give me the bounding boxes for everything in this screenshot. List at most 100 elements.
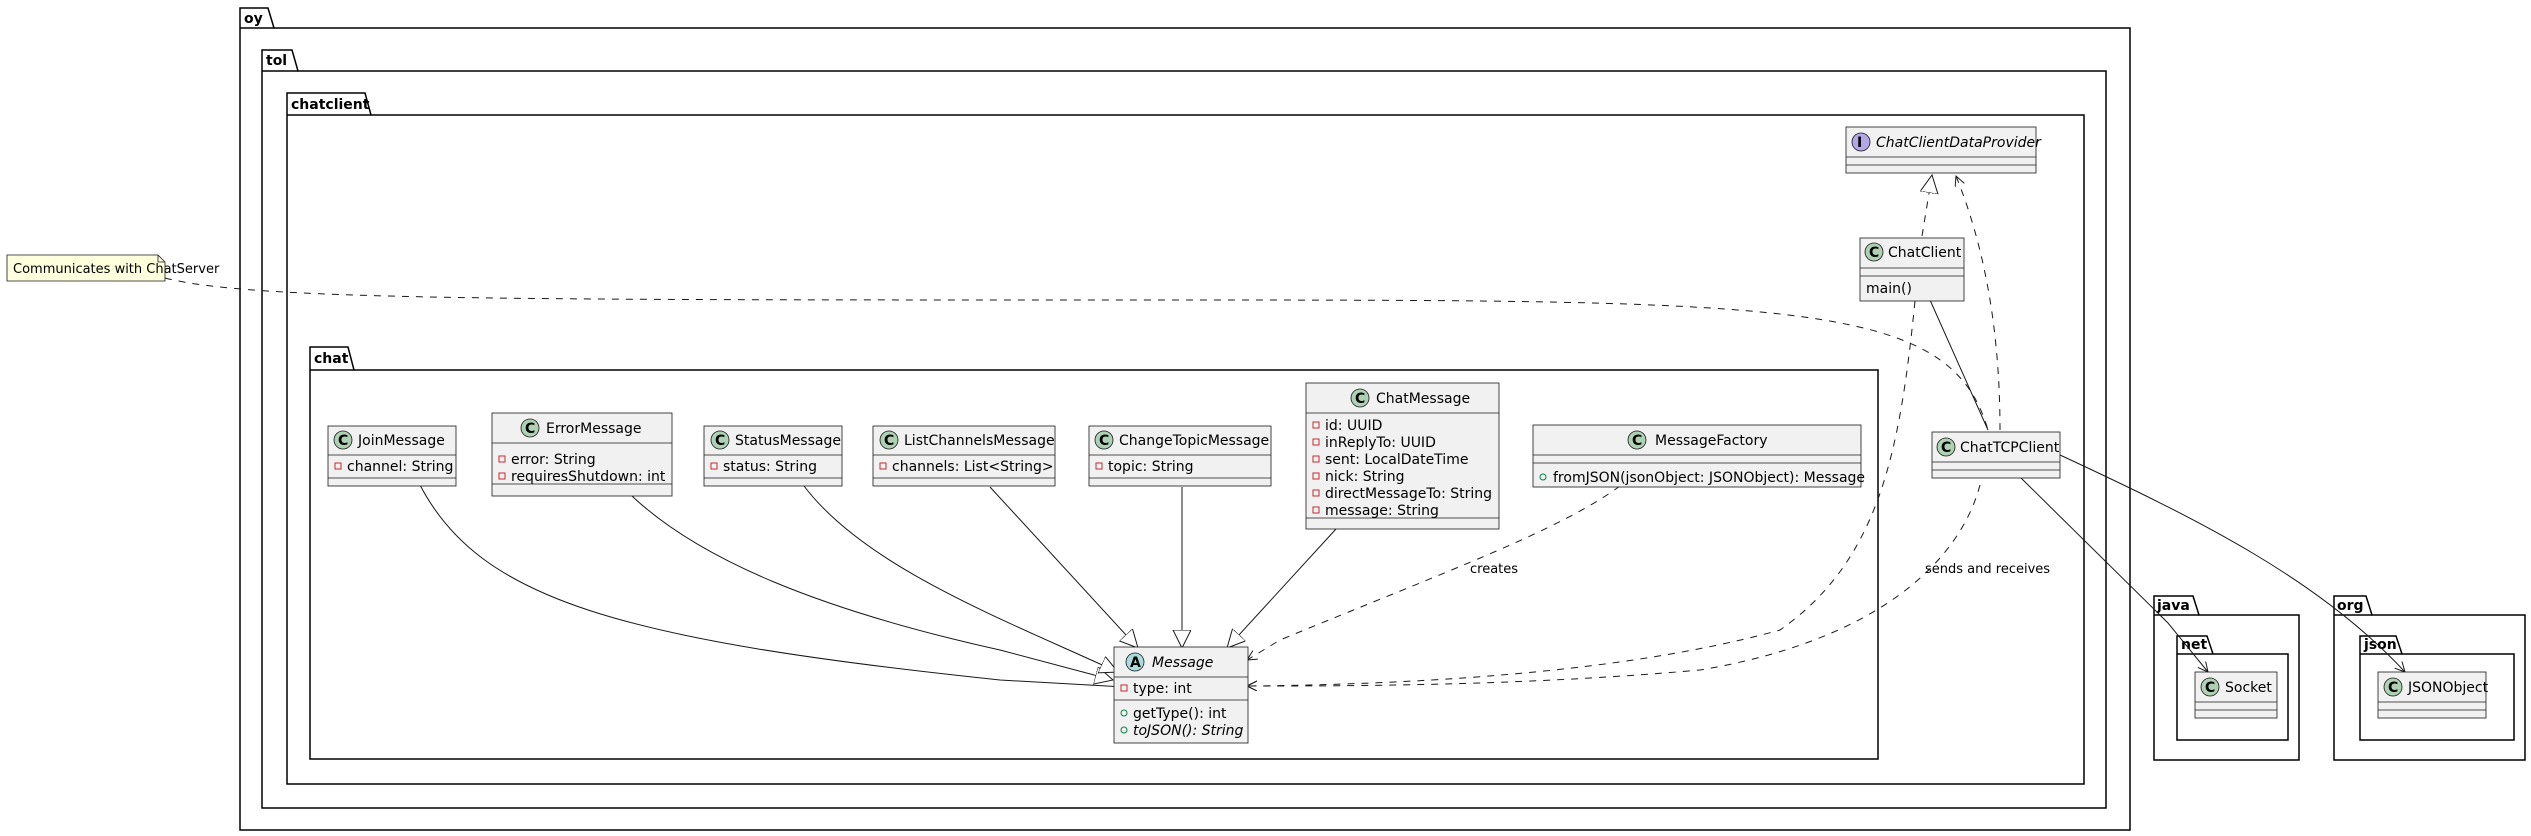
private-icon [1312, 455, 1320, 463]
note: Communicates with ChatServer [6, 254, 220, 282]
package-json: json [2359, 635, 2515, 741]
class-name: Message [1152, 655, 1213, 671]
package-tol: tol [261, 49, 2107, 809]
class-name: ErrorMessage [546, 421, 641, 437]
package-net: net [2176, 635, 2289, 741]
field: inReplyTo: UUID [1325, 435, 1436, 451]
private-icon [1095, 462, 1103, 470]
public-icon [1539, 473, 1547, 481]
method: main() [1866, 281, 1912, 297]
relations [164, 175, 2405, 688]
package-java-label: java [2156, 598, 2190, 614]
class-chatclientdataprovider[interactable]: I ChatClientDataProvider [1845, 126, 2042, 174]
private-icon [498, 472, 506, 480]
class-listchannelsmessage[interactable]: C ListChannelsMessage channels: List<Str… [872, 425, 1056, 487]
joinmessage-extends-edge [419, 484, 1142, 688]
package-org: org [2333, 595, 2526, 761]
class-errormessage[interactable]: C ErrorMessage error: String requiresShu… [491, 412, 673, 497]
field: nick: String [1325, 469, 1405, 485]
private-icon [1312, 472, 1320, 480]
class-changetopicmessage[interactable]: C ChangeTopicMessage topic: String [1088, 425, 1272, 487]
class-badge-icon [520, 418, 540, 438]
statusmessage-extends-edge [803, 485, 1118, 672]
class-name: JSONObject [2407, 680, 2489, 696]
field: channels: List<String> [892, 459, 1054, 475]
class-name: ListChannelsMessage [904, 433, 1055, 449]
package-org-label: org [2337, 598, 2364, 614]
class-badge-letter: C [1941, 440, 1951, 456]
method: toJSON(): String [1133, 723, 1244, 739]
interface-badge-icon [1851, 132, 1871, 152]
class-badge-letter: C [1632, 433, 1642, 449]
creates-label: creates [1470, 562, 1518, 577]
field: topic: String [1108, 459, 1193, 475]
class-name: ChangeTopicMessage [1119, 433, 1269, 449]
class-badge-letter: C [2388, 680, 2398, 696]
class-name: ChatTCPClient [1960, 440, 2060, 456]
class-message[interactable]: A Message type: int getType(): int toJSO… [1113, 646, 1249, 744]
tcpclient-socket-edge [2019, 476, 2208, 672]
class-badge-icon [879, 430, 899, 450]
public-icon [1120, 709, 1128, 717]
tcpclient-jsonobject-edge [2059, 454, 2405, 672]
class-badge-icon [2200, 677, 2220, 697]
field: status: String [723, 459, 817, 475]
class-name: ChatMessage [1376, 391, 1470, 407]
private-icon [1312, 506, 1320, 514]
class-badge-icon [1627, 430, 1647, 450]
class-name: Socket [2225, 680, 2272, 696]
class-badge-letter: C [525, 421, 535, 437]
chatclient-message-edge [1247, 300, 1916, 686]
class-badge-icon [1350, 388, 1370, 408]
class-chatmessage[interactable]: C ChatMessage id: UUID inReplyTo: UUID s… [1305, 382, 1500, 530]
private-icon [879, 462, 887, 470]
private-icon [1312, 421, 1320, 429]
abstract-badge-letter: A [1130, 655, 1141, 671]
field: type: int [1133, 681, 1192, 697]
sends-and-receives-label: sends and receives [1925, 562, 2050, 577]
tcpclient-provider-edge [1956, 176, 2001, 431]
package-chat: chat [309, 346, 1879, 760]
class-badge-letter: C [338, 433, 348, 449]
class-name: ChatClient [1888, 245, 1962, 261]
class-badge-letter: C [1355, 391, 1365, 407]
field: id: UUID [1325, 418, 1382, 434]
chatclient-realizes-edge [1922, 175, 1932, 237]
errormessage-extends-edge [631, 495, 1113, 680]
class-jsonobject[interactable]: C JSONObject [2377, 671, 2489, 719]
private-icon [1312, 489, 1320, 497]
class-badge-letter: C [715, 433, 725, 449]
package-oy: oy [239, 7, 2131, 831]
public-icon [1120, 726, 1128, 734]
class-name: StatusMessage [735, 433, 841, 449]
note-text: Communicates with ChatServer [13, 262, 220, 277]
class-chatclient[interactable]: C ChatClient main() [1859, 237, 1965, 302]
class-badge-icon [1936, 437, 1956, 457]
method: getType(): int [1133, 706, 1227, 722]
class-name: MessageFactory [1655, 433, 1768, 449]
class-badge-icon [2383, 677, 2403, 697]
field: requiresShutdown: int [511, 469, 666, 485]
class-joinmessage[interactable]: C JoinMessage channel: String [327, 425, 457, 487]
package-chat-label: chat [314, 351, 349, 367]
field: message: String [1325, 503, 1439, 519]
class-chattcpclient[interactable]: C ChatTCPClient [1931, 431, 2061, 479]
private-icon [334, 462, 342, 470]
class-socket[interactable]: C Socket [2194, 671, 2278, 719]
class-badge-letter: C [2205, 680, 2215, 696]
package-chatclient: chatclient [286, 92, 2085, 785]
package-java: java [2153, 595, 2300, 761]
class-badge-letter: C [884, 433, 894, 449]
class-statusmessage[interactable]: C StatusMessage status: String [703, 425, 843, 487]
field: channel: String [347, 459, 453, 475]
private-icon [498, 455, 506, 463]
class-badge-icon [333, 430, 353, 450]
field: directMessageTo: String [1325, 486, 1492, 502]
class-messagefactory[interactable]: C MessageFactory fromJSON(jsonObject: JS… [1532, 424, 1865, 488]
note-link-edge [164, 277, 1989, 431]
method: fromJSON(jsonObject: JSONObject): Messag… [1553, 470, 1865, 486]
package-chatclient-label: chatclient [291, 97, 370, 113]
listchannels-extends-edge [989, 486, 1138, 648]
abstract-badge-icon [1125, 652, 1145, 672]
